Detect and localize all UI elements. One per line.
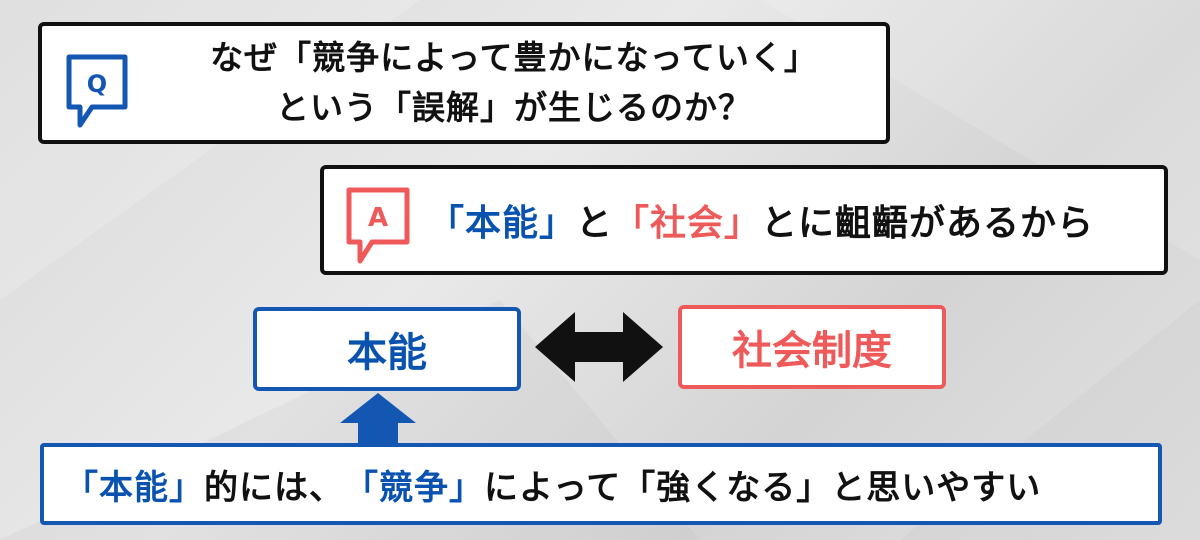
instinct-box: 本能 — [253, 307, 521, 391]
bottom-text-1: 的には、 — [204, 467, 344, 508]
answer-conclusion: とに齟齬があるから — [761, 203, 1095, 244]
instinct-label: 本能 — [347, 330, 427, 376]
double-arrow-icon — [535, 312, 663, 382]
question-line-1: なぜ「競争によって豊かになっていく」 — [210, 38, 818, 77]
up-arrow-icon — [340, 393, 416, 445]
speech-bubble-q-icon: Q — [66, 54, 128, 128]
bottom-text-2: によって「強くなる」と思いやすい — [484, 467, 1042, 508]
bottom-statement-box: 「本能」 的には、 「競争」 によって「強くなる」と思いやすい — [40, 443, 1162, 525]
question-box: Q なぜ「競争によって豊かになっていく」 という「誤解」が生じるのか？ — [38, 22, 890, 144]
question-line-2: という「誤解」が生じるのか？ — [276, 88, 752, 127]
answer-icon-letter: A — [368, 203, 388, 233]
bottom-instinct-term: 「本能」 — [64, 467, 204, 508]
question-icon-letter: Q — [87, 70, 107, 98]
social-system-box: 社会制度 — [678, 305, 946, 389]
answer-society-term: 「社会」 — [613, 203, 762, 244]
answer-instinct-term: 「本能」 — [428, 203, 577, 244]
answer-box: A 「本能」 と 「社会」 とに齟齬があるから — [320, 165, 1168, 275]
answer-connector: と — [576, 203, 614, 244]
social-system-label: 社会制度 — [732, 328, 892, 374]
question-text: なぜ「競争によって豊かになっていく」 という「誤解」が生じるのか？ — [162, 34, 866, 132]
speech-bubble-a-icon: A — [346, 187, 410, 264]
bottom-competition-term: 「競争」 — [344, 467, 484, 508]
answer-text: 「本能」 と 「社会」 とに齟齬があるから — [428, 169, 1154, 271]
